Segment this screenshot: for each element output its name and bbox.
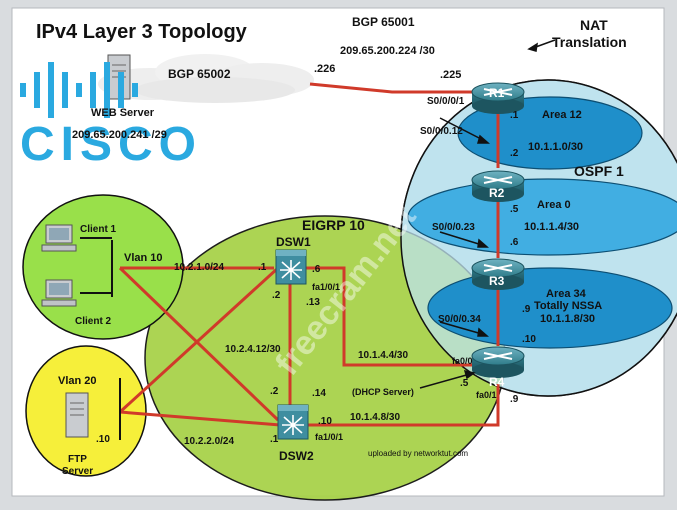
dsw1-r4-interface: fa1/0/1 (312, 282, 340, 292)
dsw1-vlan10-ip: .1 (258, 262, 267, 273)
r4-fa00-ip: .5 (460, 378, 469, 389)
dsw1-label: DSW1 (276, 235, 311, 249)
network-links (118, 82, 500, 427)
vlan20-dsw1-link (118, 266, 280, 414)
lan-segments (80, 237, 121, 440)
dsw1-r4-ip: .6 (312, 264, 321, 275)
dsw1-trunk-ip: .13 (306, 297, 320, 308)
switch-dsw1[interactable] (275, 249, 307, 285)
r1-r2-r1-ip: .1 (510, 110, 519, 121)
r4-fa01-ip: .9 (510, 394, 519, 405)
r2-r3-r3-ip: .6 (510, 237, 519, 248)
r2-label: R2 (489, 186, 505, 200)
cisco-logo-text: CISCO (20, 118, 202, 171)
isp-link-subnet: 209.65.200.224 /30 (340, 45, 435, 57)
dsw2-r4-ip: .10 (318, 416, 332, 427)
ftp-label-line1: FTP (68, 454, 87, 465)
vlan20-label: Vlan 20 (58, 375, 97, 387)
area34-type: Totally NSSA (534, 300, 602, 312)
nat-label-line2: Translation (552, 34, 627, 50)
vlan10-dsw2-link (118, 266, 280, 422)
area0-name: Area 0 (537, 199, 571, 211)
area12-subnet: 10.1.1.0/30 (528, 141, 583, 153)
area0-zone (407, 178, 677, 256)
dsw2-label: DSW2 (279, 449, 314, 463)
dsw2-left-ip: .2 (270, 386, 279, 397)
r3-label: R3 (489, 274, 505, 288)
ftp-ip: .10 (96, 434, 110, 445)
router-r2[interactable] (471, 170, 525, 202)
dsw1-r4-subnet: 10.1.4.4/30 (358, 350, 408, 361)
cisco-logo-icon (20, 62, 138, 118)
web-server-ip: 209.65.200.241 /29 (72, 129, 167, 141)
cloud-side-ip: .226 (314, 63, 335, 75)
credit-text: uploaded by networktut.com (368, 449, 468, 458)
client1-pc-icon[interactable] (41, 224, 77, 252)
vlan20-subnet: 10.2.2.0/24 (184, 436, 234, 447)
vlan10-subnet: 10.2.1.0/24 (174, 262, 224, 273)
eigrp-domain-label: EIGRP 10 (302, 217, 365, 233)
web-as-label: BGP 65002 (168, 67, 231, 81)
area34-subnet: 10.1.1.8/30 (540, 313, 595, 325)
router-r4[interactable] (471, 346, 525, 378)
diagram-title: IPv4 Layer 3 Topology (36, 21, 248, 43)
r1-label: R1 (489, 86, 505, 100)
isp-as-label: BGP 65001 (352, 15, 415, 29)
r4-fa00-label: fa0/0 (452, 356, 473, 366)
dsw2-vlan20-ip: .1 (270, 434, 279, 445)
r1-bgp-ip: .225 (440, 69, 461, 81)
area12-name: Area 12 (542, 109, 582, 121)
r4-fa01-label: fa0/1 (476, 390, 497, 400)
vlan20-dsw2-link (119, 410, 281, 427)
client1-label: Client 1 (80, 224, 117, 235)
switch-dsw2[interactable] (277, 404, 309, 440)
ftp-server-icon[interactable] (65, 392, 89, 438)
r3-r4-r4-ip: .10 (522, 334, 536, 345)
dsw1-left-ip: .2 (272, 290, 281, 301)
area12-zone (457, 96, 643, 170)
ftp-label-line2: Server (62, 466, 93, 477)
client2-pc-icon[interactable] (41, 279, 77, 307)
r2-r3-interface: S0/0/0.23 (432, 222, 475, 233)
nat-label-line1: NAT (580, 17, 608, 33)
r1-bgp-interface: S0/0/0/1 (427, 96, 465, 107)
area34-name: Area 34 (546, 288, 587, 300)
client2-label: Client 2 (75, 316, 112, 327)
annotation-arrows (419, 39, 556, 389)
router-r3[interactable] (471, 258, 525, 290)
dsw2-r4-link (306, 384, 500, 427)
bgp-serial-link (309, 82, 472, 94)
ospf-domain-outline (400, 79, 677, 397)
r3-r4-interface: S0/0/0.34 (438, 314, 481, 325)
dhcp-server-label: (DHCP Server) (352, 387, 414, 397)
r1-r2-r2-ip: .2 (510, 148, 519, 159)
bgp-cloud (98, 54, 314, 103)
vlan10-label: Vlan 10 (124, 252, 163, 264)
dsw2-r4-interface: fa1/0/1 (315, 432, 343, 442)
r1-r2-interface: S0/0/0.12 (420, 126, 463, 137)
r3-r4-r3-ip: .9 (522, 304, 531, 315)
dsw1-r4-link (306, 266, 472, 367)
ospf-domain-label: OSPF 1 (574, 163, 624, 179)
router-r1[interactable] (471, 82, 525, 114)
r4-label: R4 (489, 375, 505, 389)
dsw2-r4-subnet: 10.1.4.8/30 (350, 412, 400, 423)
dsw2-trunk-ip: .14 (312, 388, 326, 399)
area0-subnet: 10.1.1.4/30 (524, 221, 579, 233)
dsw-trunk-subnet: 10.2.4.12/30 (225, 344, 281, 355)
web-server-name: WEB Server (91, 107, 155, 119)
r2-r3-r2-ip: .5 (510, 204, 519, 215)
